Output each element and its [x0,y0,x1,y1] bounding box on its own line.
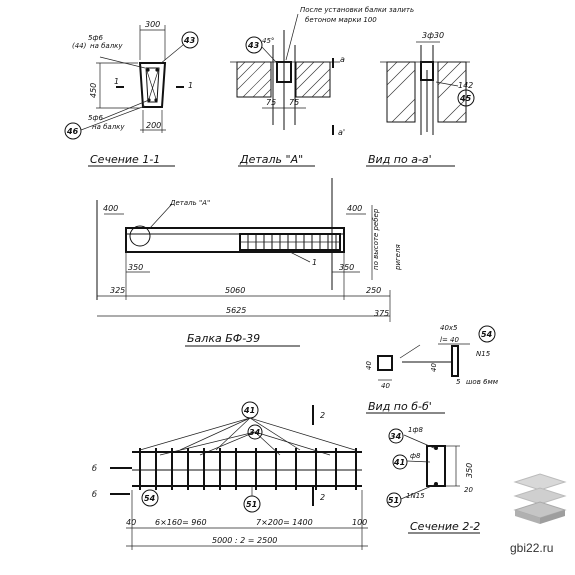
view-aa-badge: 45 [459,94,472,103]
s11-cut-right: 1 [188,81,193,90]
s11-badge-top: 43 [183,36,196,45]
view-aa-top-dims: 3ф30 [422,31,444,40]
beam-right-top-dim: 400 [347,204,362,213]
view-bb-weld-note: шов 6мм [466,378,499,386]
view-bb-dims-len: l= 40 [440,336,459,344]
beam-left-bottom-dim: 350 [128,263,143,272]
caption-beam: Балка БФ-39 [185,332,300,347]
mesh-dim-total: 5000 : 2 = 2500 [212,536,277,545]
s11-badge-bottom: 46 [66,127,79,136]
s11-top-bars: 5ф6 [88,34,103,42]
watermark-text: gbi22.ru [510,541,553,555]
beam-dim-total: 5625 [226,306,246,315]
detail-a-angle: 45° [262,37,274,45]
logo-icon [513,473,567,524]
s11-height-dim: 450 [89,83,98,98]
mesh-dim-left-group: 6×160= 960 [155,518,207,527]
beam-right-note2: ригеля [394,244,402,271]
mesh-badge-top: 41 [243,406,255,415]
s11-bottom-dim: 200 [146,121,161,130]
beam-right-bottom-dim: 350 [339,263,354,272]
detail-a-note-1: После установки балки залить [300,6,414,14]
beam-cut-label: 1 [312,258,317,267]
mesh-dim-left: 40 [126,518,136,527]
detail-a-note-2: бетоном марки 100 [305,16,377,24]
s11-bottom-bars: 5ф6 [88,114,103,122]
s11-cut-left: 1 [114,77,119,86]
svg-text:Вид по б-б': Вид по б-б' [368,400,432,413]
mesh-frame: 41 34 2 2 б б 54 51 [92,401,368,550]
beam-detail-label: Деталь "А" [169,199,210,207]
view-bb-badge: 54 [481,330,493,339]
svg-text:Вид по а-а': Вид по а-а' [368,153,432,166]
s22-height-dim: 350 [465,463,474,478]
mesh-badge-bottom: 51 [246,500,257,509]
detail-a: После установки балки залить бетоном мар… [230,6,414,137]
svg-text:Балка БФ-39: Балка БФ-39 [187,332,260,345]
s11-top-badge-left: (44) [72,42,87,50]
view-bb-dim-5: 5 [456,378,461,386]
beam-dim-250: 250 [366,286,381,295]
view-bb-left-side: 40 [365,361,373,370]
view-bb-h-label: N15 [476,350,491,358]
view-bb-side-dim: 40 [430,363,438,372]
s11-top-dim: 300 [145,20,160,29]
mesh-badge-mid: 34 [249,428,261,437]
view-bb-left-dim: 40 [381,382,390,390]
beam-dim-325: 325 [110,286,125,295]
detail-a-dim-1: 75 [266,98,276,107]
svg-text:Сечение 1-1: Сечение 1-1 [90,153,160,166]
mesh-dim-right: 100 [352,518,367,527]
s11-top-bars-note: на балку [90,42,123,50]
view-b-b: 40 40 40х5 l= 40 54 N15 40 5 шов 6мм [365,324,499,390]
s11-bottom-bars-note: на балку [92,123,125,131]
s22-badge-c: 51 [388,496,399,505]
mesh-dim-right-group: 7×200= 1400 [256,518,313,527]
mesh-cut-label: 2 [320,411,325,420]
caption-view-a-a: Вид по а-а' [366,153,455,167]
detail-a-dim-2: 75 [289,98,299,107]
section-2-2: 350 20 34 1ф8 41 ф8 51 1N15 [386,426,474,508]
s22-badge-b: 41 [393,458,405,467]
beam-right-note: по высоте ребер [372,208,380,270]
s22-small-dim: 20 [464,486,473,494]
s22-bar-top: 1ф8 [408,426,423,434]
caption-detail-a: Деталь "А" [238,153,315,167]
svg-text:Сечение 2-2: Сечение 2-2 [410,520,480,533]
svg-text:Деталь "А": Деталь "А" [239,153,303,166]
beam-left-top-dim: 400 [103,204,118,213]
mesh-badge-left: 54 [144,494,156,503]
s22-bar-mid: ф8 [410,452,421,460]
s22-badge-a: 34 [390,432,402,441]
view-bb-dims-top: 40х5 [440,324,458,332]
mesh-side-bottom: б [92,490,97,499]
detail-a-badge: 43 [247,41,260,50]
caption-section-1-1: Сечение 1-1 [88,153,175,167]
caption-section-2-2: Сечение 2-2 [408,520,480,534]
section-1-1: 300 450 200 5ф6 (44) на балку 5ф6 на бал… [64,20,199,140]
beam-bf-39: Деталь "А" 1 400 400 350 350 по высоте р… [96,178,402,322]
view-aa-side-dim: 142 [458,81,473,90]
s22-bar-bottom: 1N15 [406,492,425,500]
detail-a-label-a: а [340,55,345,64]
beam-dim-span: 5060 [225,286,245,295]
view-a-a: 3ф30 142 45 [380,31,475,135]
beam-dim-375: 375 [374,309,389,318]
detail-a-label-a2: а' [338,128,345,137]
caption-view-b-b: Вид по б-б' [366,400,445,414]
mesh-cut-label-b: 2 [320,493,325,502]
mesh-side-top: б [92,464,97,473]
